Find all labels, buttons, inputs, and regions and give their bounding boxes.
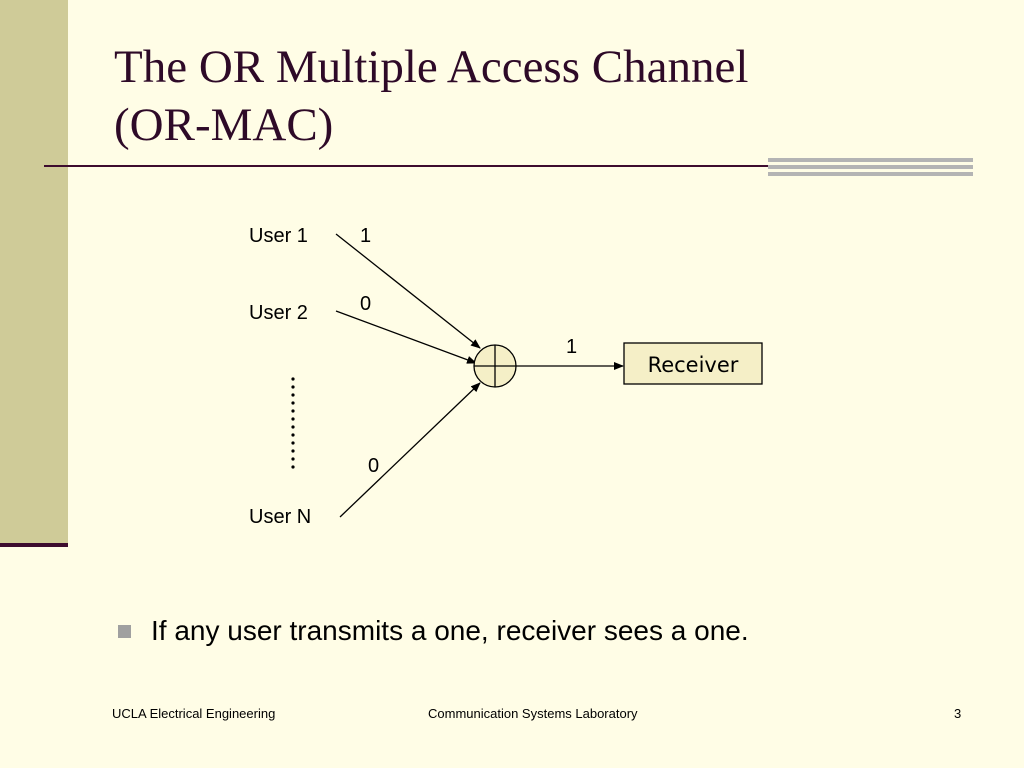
or-mac-diagram: User 1 User 2 User N 1 0 0 1 Receiver <box>249 225 763 528</box>
user-2-label: User 2 <box>249 302 308 324</box>
left-sidebar-bar <box>0 0 68 545</box>
user-1-arrow <box>335 233 481 349</box>
title-accent-stripes <box>768 158 973 178</box>
footer-center: Communication Systems Laboratory <box>428 706 638 721</box>
title-line-2: (OR-MAC) <box>114 99 334 151</box>
output-bit: 1 <box>566 336 577 358</box>
title-line-1: The OR Multiple Access Channel <box>114 41 749 93</box>
bullet-square-icon <box>118 624 131 638</box>
footer-left: UCLA Electrical Engineering <box>112 706 276 721</box>
bullet-point: If any user transmits a one, receiver se… <box>118 615 749 647</box>
user-n-label: User N <box>249 506 311 528</box>
receiver-box: Receiver <box>623 342 763 385</box>
title-rule <box>44 165 784 167</box>
slide-title: The OR Multiple Access Channel (OR-MAC) <box>114 38 914 154</box>
user-n-bit: 0 <box>368 455 379 477</box>
bullet-text: If any user transmits a one, receiver se… <box>151 615 749 646</box>
page-number: 3 <box>954 706 962 721</box>
user-1-label: User 1 <box>249 225 308 247</box>
user-2-arrow <box>335 310 477 364</box>
or-combiner-icon <box>473 344 517 388</box>
user-1-bit: 1 <box>360 225 371 247</box>
sidebar-underline <box>0 543 68 547</box>
user-n-arrow <box>339 382 481 518</box>
user-2-bit: 0 <box>360 293 371 315</box>
receiver-label: Receiver <box>648 353 739 377</box>
ellipsis-dots <box>291 377 295 469</box>
